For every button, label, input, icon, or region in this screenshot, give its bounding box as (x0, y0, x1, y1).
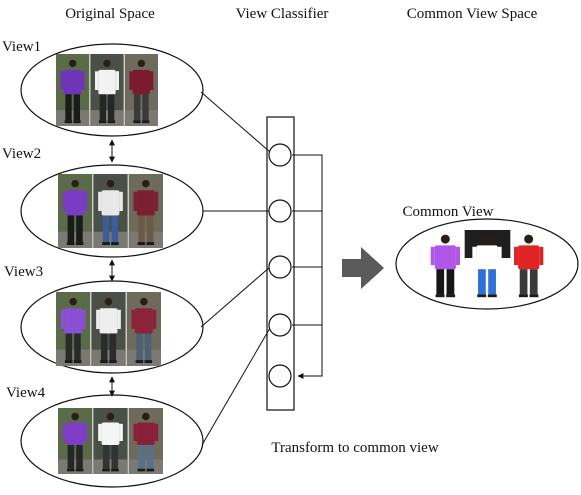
view-label: View4 (6, 385, 46, 401)
common-view-label: Common View (403, 204, 494, 220)
pedestrian-photo (56, 292, 91, 366)
transform-arrow (342, 247, 384, 289)
header-original-space: Original Space (65, 6, 155, 22)
view-to-classifier-line (200, 91, 271, 153)
view-ellipse (20, 43, 204, 137)
pedestrian-photo (58, 408, 93, 474)
pedestrian-photo (430, 234, 460, 298)
common-view-ellipse (395, 218, 579, 310)
pedestrian-photo (126, 292, 161, 366)
pedestrian-photo (472, 234, 502, 298)
view3-photo-strip (56, 292, 161, 366)
pedestrian-photo (58, 174, 93, 248)
pedestrian-photo (93, 408, 128, 474)
pedestrian-photo (514, 234, 544, 298)
common-view-photo-strip (430, 230, 544, 298)
feedback-path (292, 154, 323, 379)
view-to-classifier-line (200, 266, 271, 328)
view-label: View2 (2, 146, 41, 162)
pedestrian-photo (91, 292, 126, 366)
pedestrian-photo (128, 174, 163, 248)
view2-photo-strip (58, 174, 163, 248)
view-to-classifier-line (201, 327, 271, 446)
transform-caption: Transform to common view (271, 440, 439, 456)
view1-photo-strip (56, 54, 158, 126)
pedestrian-photo (56, 54, 90, 126)
header-common-view-space: Common View Space (407, 6, 538, 22)
classifier-node (268, 143, 292, 167)
view-label: View1 (2, 39, 41, 55)
pedestrian-photo (93, 174, 128, 248)
view4-photo-strip (58, 408, 163, 474)
header-view-classifier: View Classifier (236, 6, 329, 22)
pedestrian-photo (124, 54, 158, 126)
classifier-node (268, 255, 292, 279)
classifier-node (268, 364, 292, 388)
pedestrian-photo (90, 54, 124, 126)
classifier-node (268, 313, 292, 337)
view-label: View3 (4, 264, 43, 280)
classifier-node (268, 199, 292, 223)
pedestrian-photo (128, 408, 163, 474)
